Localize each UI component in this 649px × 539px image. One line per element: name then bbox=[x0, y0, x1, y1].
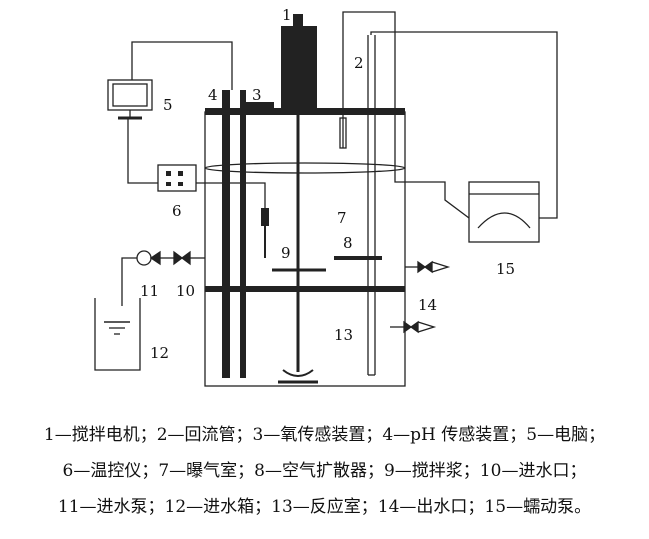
controller-cable bbox=[127, 118, 158, 184]
label-9: 9 bbox=[281, 244, 291, 262]
legend-line-3: 11—进水泵；12—进水箱；13—反应室；14—出水口；15—蠕动泵。 bbox=[57, 497, 592, 517]
label-2: 2 bbox=[354, 54, 364, 72]
outlet-valve bbox=[403, 320, 419, 334]
pump-suction-line bbox=[342, 11, 470, 219]
ph-probe bbox=[222, 90, 230, 378]
reactor-lid bbox=[205, 108, 405, 115]
feed-pump bbox=[136, 250, 152, 266]
label-13: 13 bbox=[334, 326, 353, 344]
label-11: 11 bbox=[140, 282, 159, 300]
recycle-line bbox=[370, 31, 558, 219]
partition-plate bbox=[205, 286, 405, 292]
heater-element bbox=[261, 208, 269, 226]
label-6: 6 bbox=[172, 202, 182, 220]
water-level bbox=[204, 162, 406, 174]
reactor-diagram: 1 2 3 4 5 6 7 8 9 10 11 12 13 14 15 bbox=[94, 6, 558, 387]
label-14: 14 bbox=[418, 296, 437, 314]
legend-line-2: 6—温控仪；7—曝气室；8—空气扩散器；9—搅拌浆；10—进水口； bbox=[62, 461, 587, 481]
label-10: 10 bbox=[176, 282, 195, 300]
oxygen-probe bbox=[339, 117, 347, 149]
feed-tank bbox=[94, 298, 141, 371]
legend-line-1: 1—搅拌电机；2—回流管；3—氧传感装置；4—pH 传感装置；5—电脑； bbox=[43, 425, 606, 445]
label-3: 3 bbox=[252, 86, 262, 104]
computer-screen bbox=[112, 83, 148, 107]
oxygen-sensor-tube bbox=[240, 90, 246, 378]
label-5: 5 bbox=[163, 96, 173, 114]
label-4: 4 bbox=[208, 86, 218, 104]
label-12: 12 bbox=[150, 344, 169, 362]
stirring-motor bbox=[281, 26, 317, 108]
computer-cable bbox=[131, 41, 233, 90]
feed-pipe bbox=[121, 257, 137, 306]
label-8: 8 bbox=[343, 234, 353, 252]
label-1: 1 bbox=[282, 6, 292, 24]
inlet-valve bbox=[173, 250, 191, 266]
label-7: 7 bbox=[337, 209, 347, 227]
heater-wire bbox=[196, 182, 266, 208]
temperature-controller bbox=[157, 164, 197, 192]
label-15: 15 bbox=[496, 260, 515, 278]
effluent-valve-upper bbox=[417, 260, 433, 274]
peristaltic-pump bbox=[468, 181, 540, 243]
